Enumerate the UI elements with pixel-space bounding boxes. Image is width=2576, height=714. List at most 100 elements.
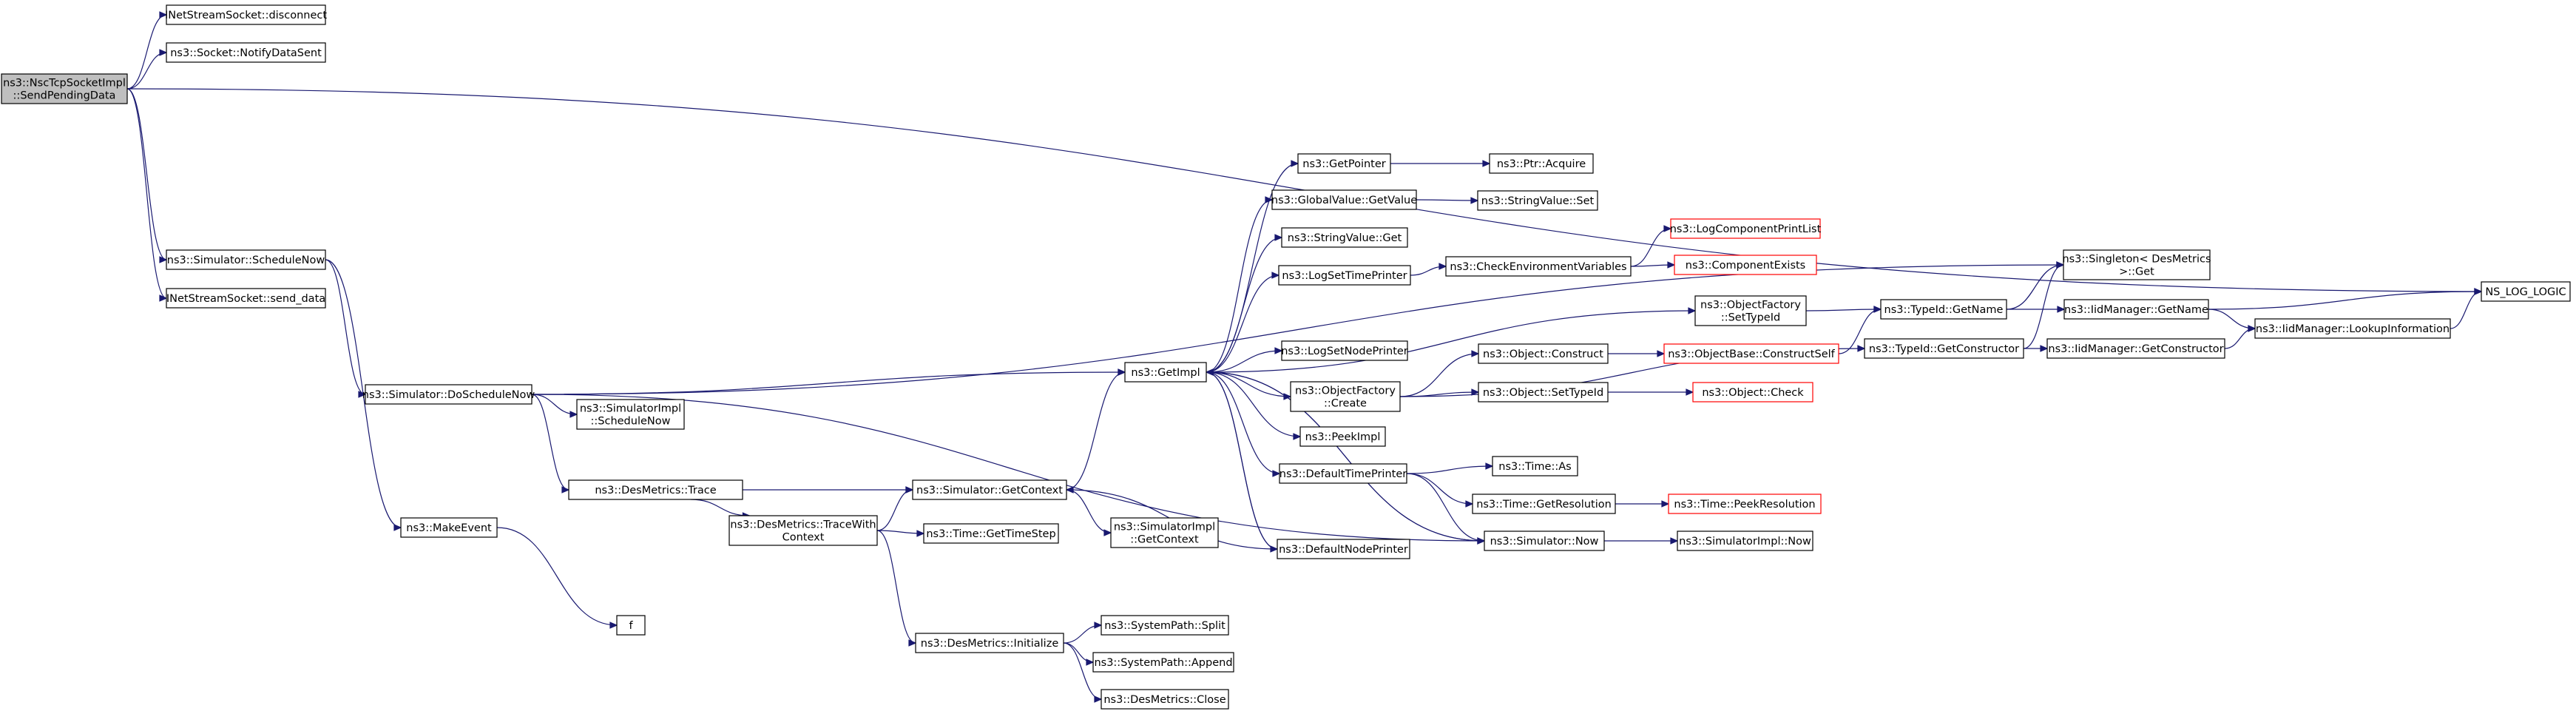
node-singleton-get[interactable]: ns3::Singleton< DesMetrics >::Get <box>2062 249 2211 280</box>
node-box[interactable] <box>2254 318 2451 339</box>
node-box[interactable] <box>2481 281 2571 302</box>
node-box[interactable] <box>1 73 128 104</box>
node-box[interactable] <box>915 633 1064 653</box>
node-box[interactable] <box>2063 249 2211 280</box>
node-default-node[interactable]: ns3::DefaultNodePrinter <box>1277 539 1410 559</box>
node-box[interactable] <box>1670 218 1821 239</box>
node-time-peekres[interactable]: ns3::Time::PeekResolution <box>1668 494 1822 514</box>
node-iid-getname[interactable]: ns3::IidManager::GetName <box>2063 299 2209 320</box>
node-box[interactable] <box>1674 255 1817 275</box>
node-box[interactable] <box>1110 517 1219 548</box>
node-box[interactable] <box>1279 463 1407 484</box>
node-box[interactable] <box>1864 338 2024 359</box>
node-of-create[interactable]: ns3::ObjectFactory::Create <box>1290 381 1401 412</box>
node-box[interactable] <box>923 523 1059 544</box>
node-schedule-now[interactable]: ns3::Simulator::ScheduleNow <box>166 249 326 270</box>
node-disconnect[interactable]: INetStreamSocket::disconnect <box>165 4 327 25</box>
node-sim-now[interactable]: ns3::Simulator::Now <box>1484 531 1605 551</box>
node-box[interactable] <box>166 288 326 309</box>
node-box[interactable] <box>1880 299 2007 320</box>
node-des-close[interactable]: ns3::DesMetrics::Close <box>1101 689 1229 710</box>
node-getimpl[interactable]: ns3::GetImpl <box>1124 362 1207 383</box>
node-getpointer[interactable]: ns3::GetPointer <box>1297 153 1391 174</box>
node-sv-get[interactable]: ns3::StringValue::Get <box>1281 227 1408 248</box>
node-des-trace[interactable]: ns3::DesMetrics::Trace <box>568 479 743 500</box>
node-sp-append[interactable]: ns3::SystemPath::Append <box>1092 652 1234 673</box>
node-box[interactable] <box>1101 615 1229 636</box>
node-simimpl-getcontext[interactable]: ns3::SimulatorImpl::GetContext <box>1110 517 1219 548</box>
node-box[interactable] <box>1694 295 1807 326</box>
node-of-settypeid[interactable]: ns3::ObjectFactory::SetTypeId <box>1694 295 1807 326</box>
node-box[interactable] <box>1281 340 1408 361</box>
node-box[interactable] <box>1472 494 1616 514</box>
node-box[interactable] <box>1299 426 1386 447</box>
node-f[interactable]: f <box>616 615 646 636</box>
node-des-init[interactable]: ns3::DesMetrics::Initialize <box>915 633 1064 653</box>
node-time-getres[interactable]: ns3::Time::GetResolution <box>1472 494 1616 514</box>
node-default-time[interactable]: ns3::DefaultTimePrinter <box>1279 463 1407 484</box>
node-box[interactable] <box>576 399 685 430</box>
node-log-comp-print[interactable]: ns3::LogComponentPrintList <box>1670 218 1822 239</box>
node-box[interactable] <box>1492 456 1578 476</box>
node-box[interactable] <box>1297 153 1391 174</box>
node-gv-getvalue[interactable]: ns3::GlobalValue::GetValue <box>1271 189 1417 210</box>
node-iid-lookup[interactable]: ns3::IidManager::LookupInformation <box>2254 318 2451 339</box>
node-box[interactable] <box>1271 189 1417 210</box>
node-box[interactable] <box>1692 382 1813 403</box>
node-time-getstep[interactable]: ns3::Time::GetTimeStep <box>923 523 1059 544</box>
node-box[interactable] <box>1477 190 1598 211</box>
node-box[interactable] <box>728 515 878 546</box>
node-box[interactable] <box>166 249 326 270</box>
node-box[interactable] <box>1092 652 1234 673</box>
node-box[interactable] <box>1290 381 1401 412</box>
node-log-set-node[interactable]: ns3::LogSetNodePrinter <box>1281 340 1408 361</box>
node-sim-getcontext[interactable]: ns3::Simulator::GetContext <box>912 479 1067 500</box>
node-obj-construct[interactable]: ns3::Object::Construct <box>1478 343 1609 364</box>
node-send-data[interactable]: INetStreamSocket::send_data <box>166 288 326 309</box>
node-box[interactable] <box>568 479 743 500</box>
node-notify-sent[interactable]: ns3::Socket::NotifyDataSent <box>166 42 326 63</box>
node-sp-split[interactable]: ns3::SystemPath::Split <box>1101 615 1229 636</box>
node-make-event[interactable]: ns3::MakeEvent <box>400 517 498 538</box>
node-simimpl-now[interactable]: ns3::SimulatorImpl::Now <box>1677 531 1813 551</box>
node-box[interactable] <box>1478 343 1609 364</box>
node-box[interactable] <box>1668 494 1822 514</box>
node-typeid-getname[interactable]: ns3::TypeId::GetName <box>1880 299 2007 320</box>
node-box[interactable] <box>1124 362 1207 383</box>
node-simimpl-schedule[interactable]: ns3::SimulatorImpl::ScheduleNow <box>576 399 685 430</box>
node-box[interactable] <box>365 384 533 405</box>
node-log-set-time[interactable]: ns3::LogSetTimePrinter <box>1278 265 1411 286</box>
node-box[interactable] <box>1101 689 1229 710</box>
node-box[interactable] <box>1489 153 1594 174</box>
node-typeid-getctor[interactable]: ns3::TypeId::GetConstructor <box>1864 338 2024 359</box>
node-ns-log-logic[interactable]: NS_LOG_LOGIC <box>2481 281 2571 302</box>
node-box[interactable] <box>1277 539 1410 559</box>
node-do-schedule[interactable]: ns3::Simulator::DoScheduleNow <box>362 384 535 405</box>
node-box[interactable] <box>400 517 498 538</box>
node-box[interactable] <box>1281 227 1408 248</box>
node-ptr-acquire[interactable]: ns3::Ptr::Acquire <box>1489 153 1594 174</box>
node-obj-settypeid[interactable]: ns3::Object::SetTypeId <box>1478 382 1609 403</box>
node-box[interactable] <box>2063 299 2209 320</box>
node-check-env[interactable]: ns3::CheckEnvironmentVariables <box>1445 256 1632 277</box>
node-box[interactable] <box>1484 531 1605 551</box>
node-iid-getctor[interactable]: ns3::IidManager::GetConstructor <box>2046 338 2225 359</box>
node-box[interactable] <box>2046 338 2225 359</box>
node-box[interactable] <box>912 479 1067 500</box>
node-box[interactable] <box>616 615 646 636</box>
node-box[interactable] <box>1445 256 1632 277</box>
node-ob-construct-self[interactable]: ns3::ObjectBase::ConstructSelf <box>1663 343 1839 364</box>
node-box[interactable] <box>1278 265 1411 286</box>
node-obj-check[interactable]: ns3::Object::Check <box>1692 382 1813 403</box>
node-box[interactable] <box>166 42 326 63</box>
node-sv-set[interactable]: ns3::StringValue::Set <box>1477 190 1598 211</box>
node-peekimpl[interactable]: ns3::PeekImpl <box>1299 426 1386 447</box>
node-box[interactable] <box>166 4 326 25</box>
node-comp-exists[interactable]: ns3::ComponentExists <box>1674 255 1817 275</box>
node-time-as[interactable]: ns3::Time::As <box>1492 456 1578 476</box>
node-box[interactable] <box>1478 382 1609 403</box>
node-box[interactable] <box>1677 531 1813 551</box>
node-box[interactable] <box>1663 343 1839 364</box>
node-send-pending[interactable]: ns3::NscTcpSocketImpl::SendPendingData <box>1 73 128 104</box>
